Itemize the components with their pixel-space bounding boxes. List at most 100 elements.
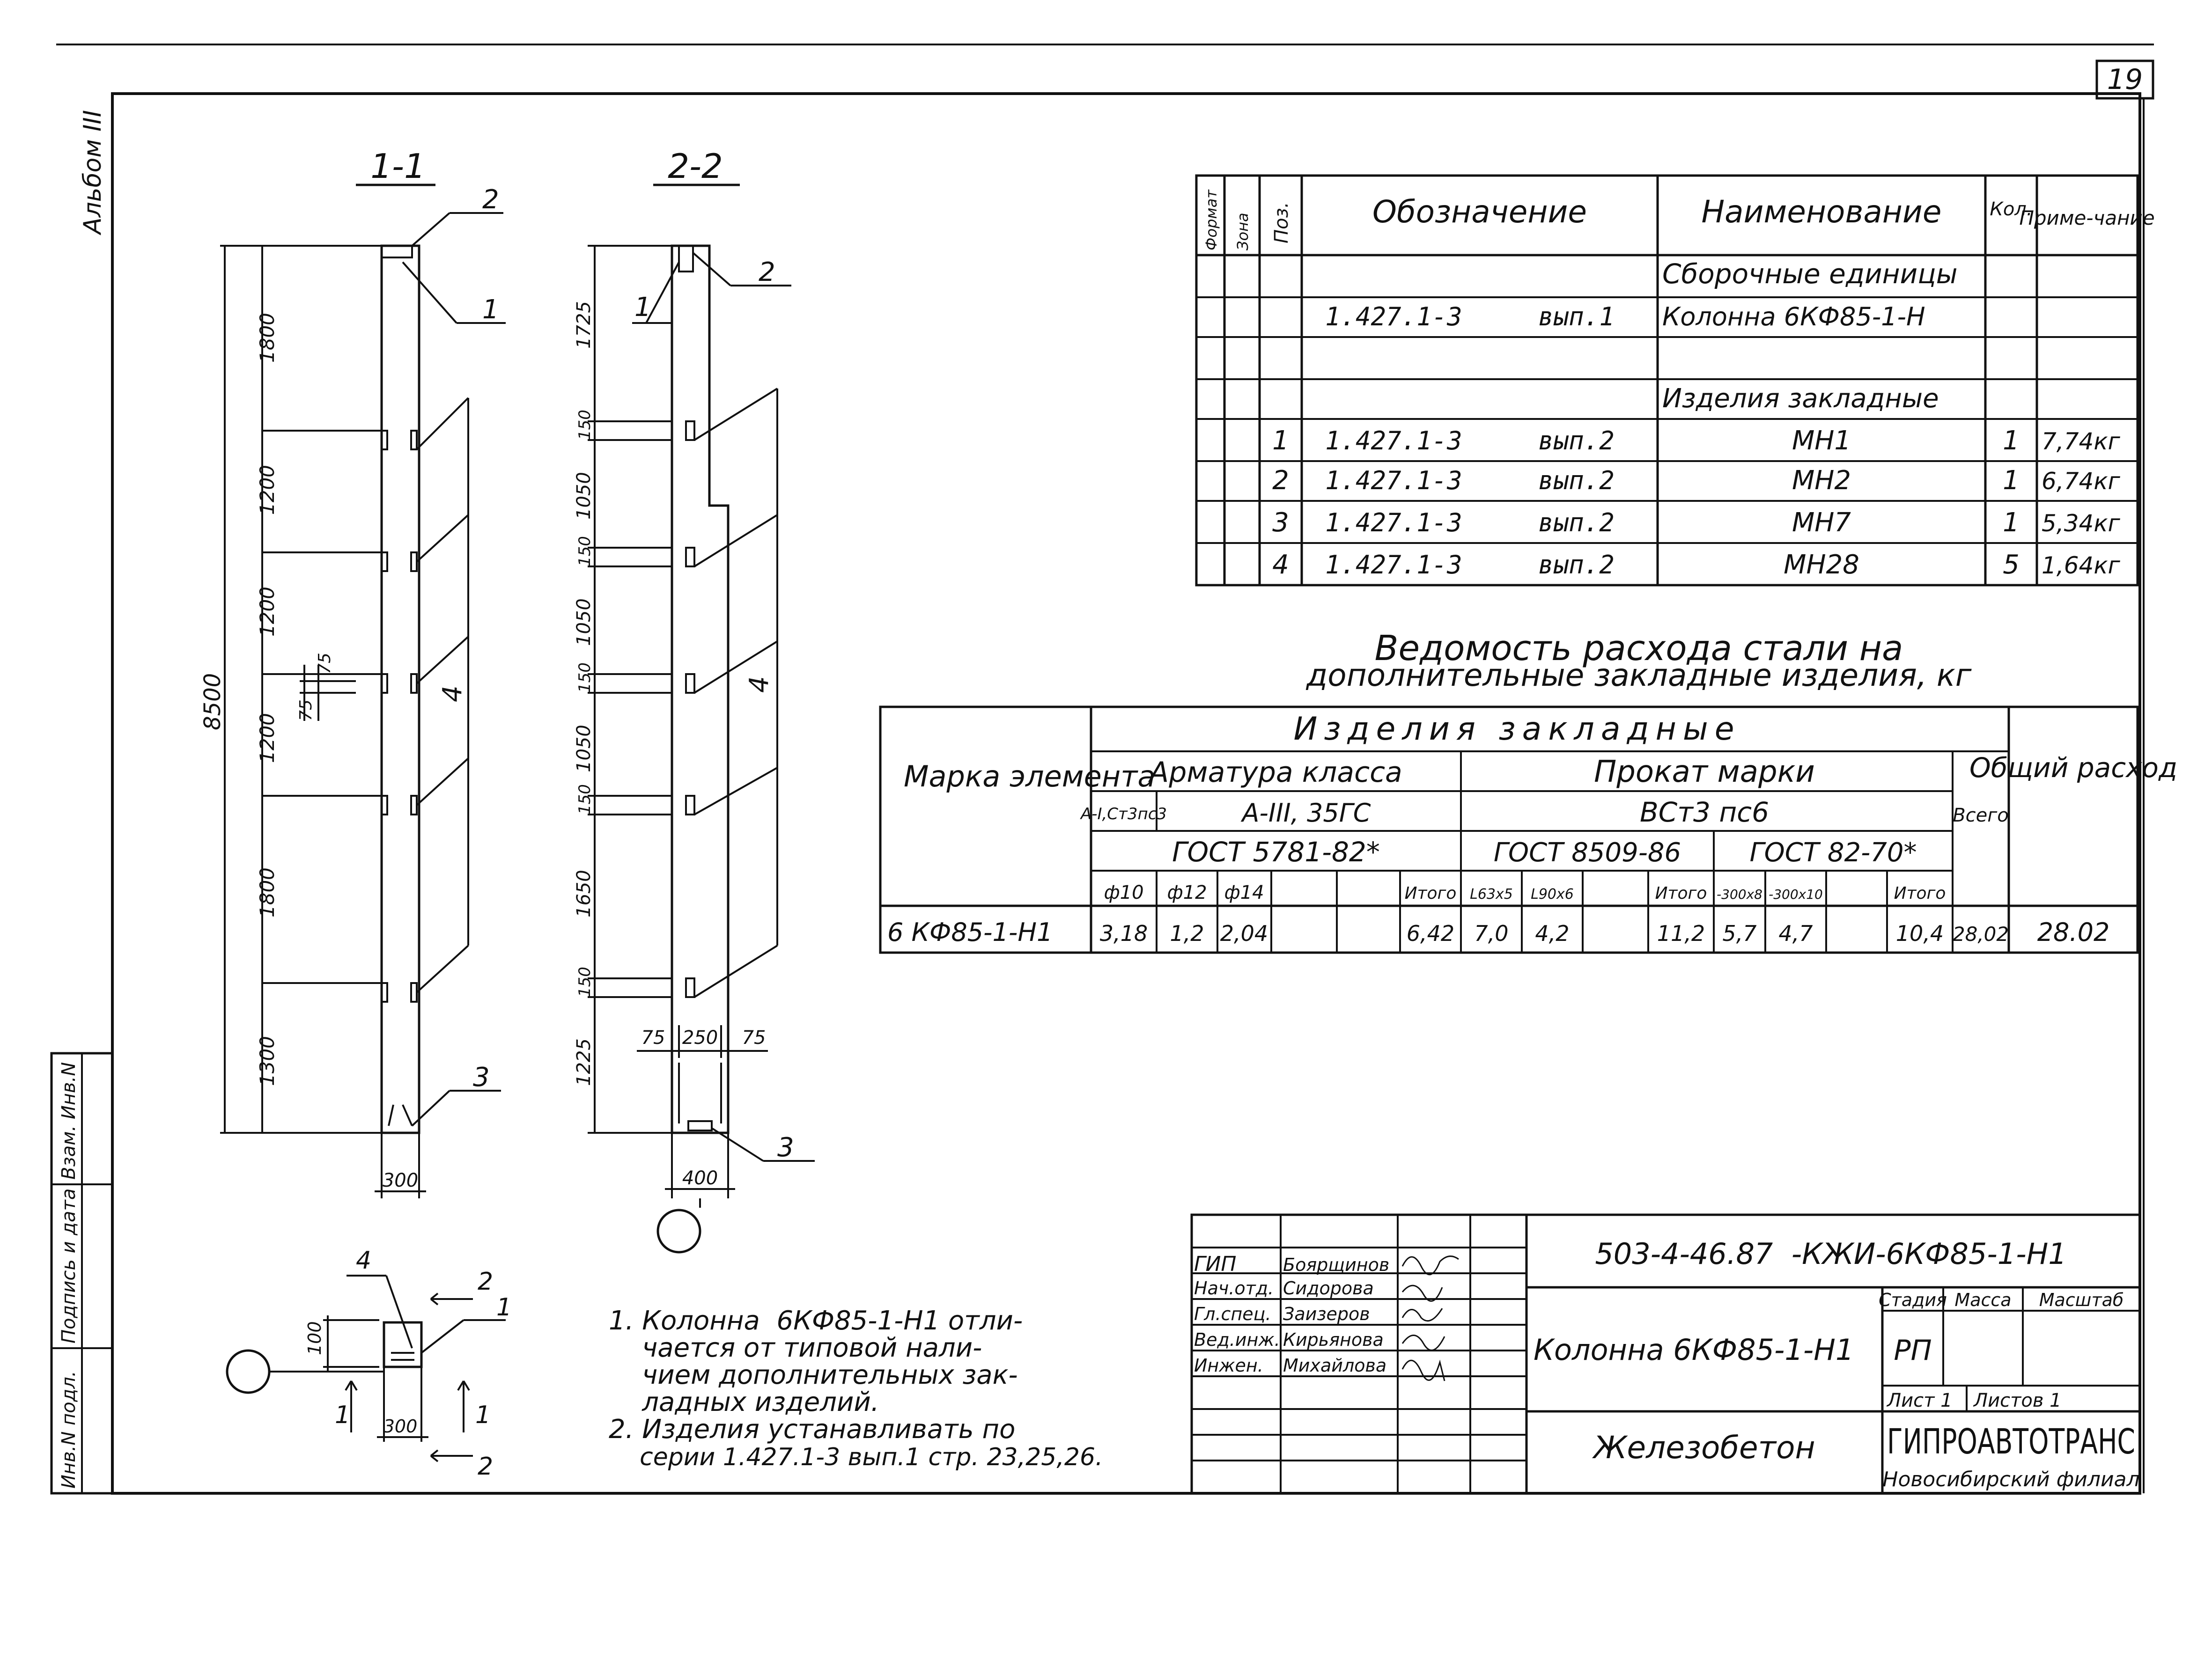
page-number: 19 [2107,63,2143,96]
notes: 1. Колонна 6КФ85-1-Н1 отли- чается от ти… [609,1306,1103,1471]
spec-r6-note: 5,34кг [2042,510,2121,537]
steel-gost-angle: ГОСТ 8509-86 [1494,837,1681,868]
mass-label: Масса [1954,1290,2011,1310]
s11-dim-5: 1800 [256,867,279,918]
spec-r6-qty: 1 [2003,507,2020,538]
s22-callout-3: 3 [777,1132,794,1163]
stage-label: Стадия [1879,1290,1947,1310]
note-line-6: серии 1.427.1-3 вып.1 стр. 23,25,26. [609,1443,1103,1471]
s11-width-dim: 300 [383,1170,418,1191]
spec-header-format: Формат [1202,189,1220,250]
steel-rolled-header: Прокат марки [1594,755,1815,789]
plan-cut-1-left: 1 [335,1401,350,1429]
steel-table: Марка элемента Изделия закладные Арматур… [879,705,2177,954]
sig-name-2: Заизеров [1283,1304,1370,1324]
spec-r1-name: Колонна 6КФ85-1-Н [1662,302,1925,331]
s22-dim-2: 150 [575,410,594,440]
spec-r4-pos: 1 [1272,426,1289,456]
s22-dim-8: 150 [575,784,594,815]
steel-title-line-1: Ведомость расхода стали на [1375,628,1903,668]
steel-val-13: 10,4 [1896,921,1944,946]
spec-r7-designation: 1.427.1-3 вып.2 [1325,550,1615,580]
sig-role-4: Инжен. [1194,1355,1263,1376]
s11-small-dim-2: 75 [296,699,316,721]
spec-r4-designation: 1.427.1-3 вып.2 [1325,426,1615,455]
spec-r4-name: МН1 [1792,426,1851,456]
sig-role-2: Гл.спец. [1194,1304,1271,1324]
spec-r1-designation: 1.427.1-3 вып.1 [1325,302,1615,331]
note-line-3: чием дополнительных зак- [609,1360,1018,1390]
spec-header-note: Приме-чание [2019,206,2154,229]
org-name: ГИПРОАВТОТРАНС [1887,1422,2135,1462]
sig-role-1: Нач.отд. [1194,1278,1274,1299]
note-line-5: 2. Изделия устанавливать по [609,1414,1015,1445]
s11-callout-4: 4 [437,685,468,702]
s11-dim-4: 1200 [256,713,279,763]
sig-role-0: ГИП [1194,1252,1237,1276]
s22-dim-7: 1050 [573,725,595,772]
stamp-inv-orig: Инв.N подл. [58,1371,80,1489]
sig-name-3: Кирьянова [1283,1329,1384,1350]
steel-gost-strip: ГОСТ 82-70* [1749,837,1917,868]
steel-gost-rebar: ГОСТ 5781-82* [1172,836,1380,868]
sheet-frame [56,44,2154,1495]
s22-base-dim: 400 [682,1167,718,1189]
s22-callout-4: 4 [744,676,774,693]
object-name: Колонна 6КФ85-1-Н1 [1534,1333,1854,1367]
stage-value: РП [1894,1334,1932,1367]
spec-r7-name: МН28 [1784,550,1859,580]
material: Железобетон [1592,1430,1815,1466]
s22-dim-1: 1725 [573,301,595,349]
steel-sub-11: -300x10 [1769,887,1823,902]
s11-dim-6: 1300 [256,1036,279,1086]
steel-val-9: 11,2 [1657,921,1705,946]
steel-sub-1: ф12 [1167,882,1207,903]
steel-val-2: 2,04 [1220,921,1268,946]
spec-r5-note: 6,74кг [2042,468,2121,495]
s11-callout-2: 2 [482,184,499,215]
spec-header-designation: Обозначение [1372,194,1587,230]
scale-label: Масштаб [2039,1290,2124,1310]
spec-r6-pos: 3 [1272,507,1289,538]
s22-callout-1: 1 [634,292,651,323]
spec-table: Формат Зона Поз. Обозначение Наименовани… [1195,174,2155,587]
sig-name-0: Боярщинов [1283,1255,1389,1275]
steel-mark-header: Марка элемента [904,759,1155,793]
handwritten-signatures [1401,1255,1459,1381]
s22-width-dim-2: 250 [682,1027,718,1049]
plan-view: 100 300 4 2 1 1 1 2 [226,1247,512,1481]
spec-r3-name: Изделия закладные [1662,383,1939,414]
s22-dim-9: 1650 [573,870,595,918]
steel-row-mark: 6 КФ85-1-Н1 [887,918,1053,947]
s11-small-dim-1: 75 [315,653,334,674]
plan-dim-300: 300 [383,1416,418,1437]
s22-dim-4: 150 [575,536,594,566]
spec-r6-name: МН7 [1792,507,1851,538]
s22-width-dim-1: 75 [641,1027,665,1049]
steel-val-11: 4,7 [1778,921,1813,946]
spec-header-qty: Кол. [1990,198,2032,220]
s11-dim-1: 1800 [256,313,279,363]
sig-role-3: Вед.инж. [1194,1329,1280,1350]
steel-row-total: 28,02 [1953,923,2009,946]
sheet-label: Лист 1 [1886,1390,1953,1411]
steel-val-7: 4,2 [1535,921,1569,946]
album-label: Альбом III [79,110,107,235]
steel-rebar-class-a1: А-I,Ст3пс3 [1080,805,1167,823]
steel-sub-0: ф10 [1104,882,1143,903]
steel-val-6: 7,0 [1474,921,1508,946]
plan-callout-2-top: 2 [478,1268,493,1296]
steel-val-10: 5,7 [1722,921,1756,946]
s11-callout-3: 3 [473,1062,490,1093]
steel-sub-2: ф14 [1224,882,1264,903]
steel-sub-6: L63x5 [1470,886,1513,903]
steel-sub-9: Итого [1655,884,1707,903]
left-stamp: Инв.N подл. Подпись и дата Взам. Инв.N [50,1052,114,1495]
s22-dim-3: 1050 [573,472,595,520]
plan-callout-4: 4 [356,1247,371,1275]
section-1-1: 1-1 8500 [199,147,506,1198]
note-line-1: 1. Колонна 6КФ85-1-Н1 отли- [609,1306,1023,1336]
s22-dim-5: 1050 [573,598,595,646]
sig-name-1: Сидорова [1283,1278,1374,1299]
